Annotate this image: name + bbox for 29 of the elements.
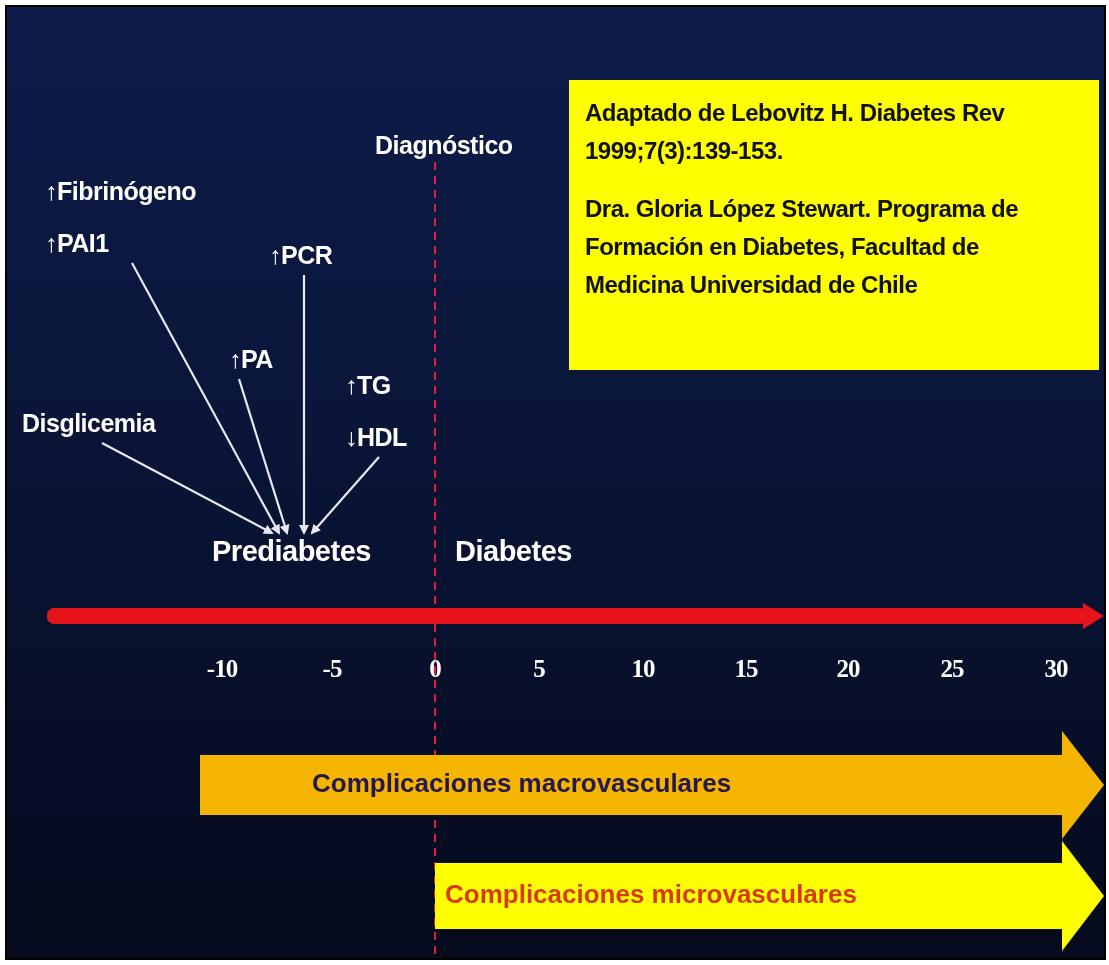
tick-label: 5 [533, 655, 545, 683]
arrow [237, 378, 290, 535]
arrow [299, 275, 309, 535]
arrow [310, 456, 380, 535]
tick-label: 25 [940, 655, 964, 683]
arrow [101, 442, 274, 534]
band-arrow [435, 841, 1104, 951]
arrow [131, 262, 280, 535]
label-text: ↑Fibrinógeno ↑PAI1 [45, 176, 197, 259]
tick-label: 0 [429, 655, 441, 683]
tick-label: 20 [836, 655, 860, 683]
marker-label: Diagnóstico [375, 130, 513, 161]
label-text: Disglicemia [22, 408, 156, 439]
tick-label: -10 [206, 655, 238, 683]
label-text: ↑TG ↓HDL [345, 370, 408, 453]
label-text: Complicaciones microvasculares [445, 879, 857, 910]
label-text: ↑PCR [269, 240, 333, 271]
tick-label: 15 [734, 655, 758, 683]
tick-label: 10 [631, 655, 655, 683]
label-text: ↑PA [229, 344, 273, 375]
citation-text: Dra. Gloria López Stewart. Programa de Formación en Diabetes, Facultad de Medicina Universidad de Chile [585, 194, 1020, 300]
tick-label: -5 [322, 655, 342, 683]
stage-label: Diabetes [455, 534, 572, 569]
label-text: Prediabetes [212, 534, 371, 569]
band-arrow [200, 731, 1104, 839]
tick-label: 30 [1044, 655, 1068, 683]
reference-box [569, 80, 1099, 370]
citation-text: Adaptado de Lebovitz H. Diabetes Rev 1999;7(3):139-153. [585, 98, 1006, 166]
label-text: Complicaciones macrovasculares [312, 768, 732, 799]
